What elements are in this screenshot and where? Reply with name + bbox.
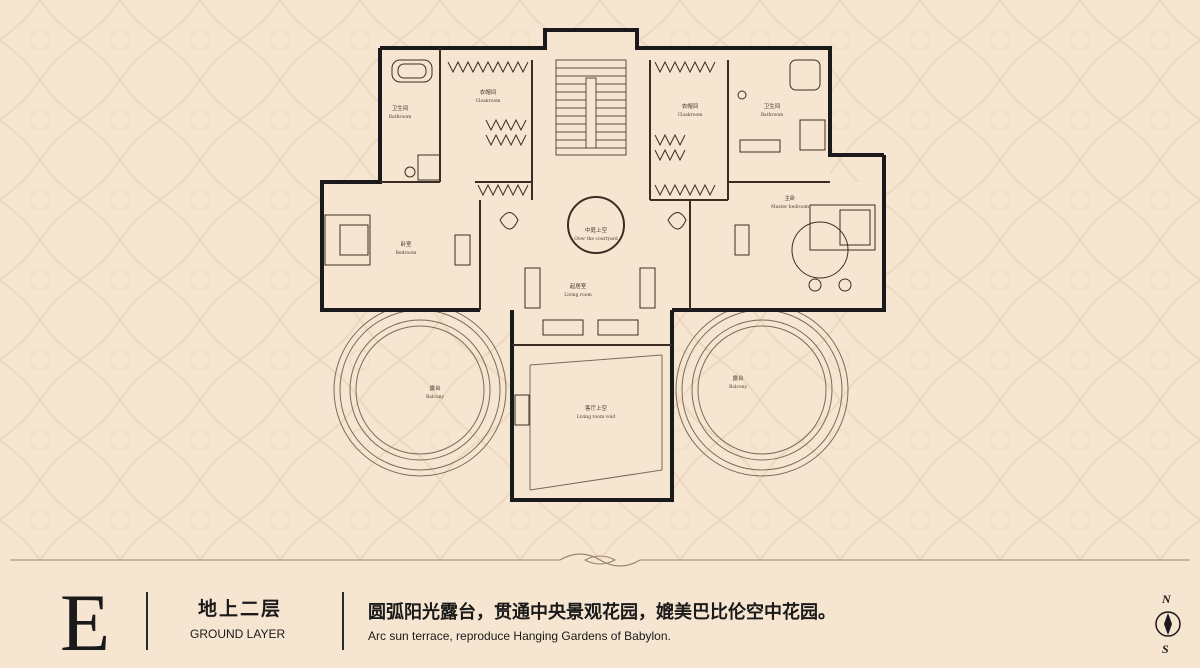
floor-title-en: GROUND LAYER bbox=[190, 627, 286, 641]
compass-rose-icon bbox=[1155, 611, 1181, 637]
balcony-left-arc bbox=[333, 303, 507, 477]
room-sublabel-bath-right: Bathroom bbox=[761, 112, 784, 118]
room-sublabel-living-room: Living room bbox=[564, 292, 592, 298]
compass-south-label: S bbox=[1162, 642, 1169, 656]
floor-title-cn: 地上二层 bbox=[198, 598, 283, 620]
room-sublabel-closet-left: Cloakroom bbox=[476, 98, 502, 104]
footer-divider-right bbox=[342, 592, 344, 650]
room-sublabel-atrium: Over the courtyard bbox=[574, 236, 618, 242]
room-label-living-room: 起居室 bbox=[570, 282, 587, 290]
room-sublabel-garden-void: Living room void bbox=[577, 414, 616, 420]
room-label-closet-right: 衣帽间 bbox=[682, 102, 699, 110]
compass-north-label: N bbox=[1162, 592, 1171, 606]
room-sublabel-balcony-left: Balcony bbox=[426, 394, 445, 400]
exterior-walls bbox=[320, 28, 886, 502]
floor-plan: 卫生间 Bathroom 衣帽间 Cloakroom 衣帽间 Cloakroom… bbox=[320, 28, 886, 502]
balcony-right-arc bbox=[675, 303, 849, 477]
ornamental-divider bbox=[10, 553, 1190, 567]
room-sublabel-bedroom-left: Bedroom bbox=[396, 250, 417, 256]
wardrobe-racks bbox=[447, 60, 716, 197]
furniture bbox=[324, 59, 876, 426]
room-label-balcony-left: 露台 bbox=[429, 384, 441, 392]
stair bbox=[555, 59, 627, 156]
garden-diagonal bbox=[529, 354, 663, 491]
room-label-garden-void: 客厅上空 bbox=[585, 404, 608, 412]
room-sublabel-bath-left: Bathroom bbox=[389, 114, 412, 120]
footer-divider-left bbox=[146, 592, 148, 650]
room-sublabel-balcony-right: Balcony bbox=[729, 384, 748, 390]
floor-description-cn: 圆弧阳光露台，贯通中央景观花园，媲美巴比伦空中花园。 bbox=[368, 602, 836, 623]
section-letter: E bbox=[60, 577, 111, 668]
room-label-closet-left: 衣帽间 bbox=[480, 88, 497, 96]
interior-walls bbox=[380, 48, 830, 346]
room-sublabel-closet-right: Cloakroom bbox=[678, 112, 704, 118]
room-labels: 卫生间 Bathroom 衣帽间 Cloakroom 衣帽间 Cloakroom… bbox=[389, 88, 810, 420]
room-label-bedroom-left: 卧室 bbox=[400, 240, 412, 248]
room-label-balcony-right: 露台 bbox=[732, 374, 744, 382]
room-label-bath-right: 卫生间 bbox=[764, 102, 781, 110]
room-label-atrium: 中庭上空 bbox=[585, 226, 608, 234]
floor-description-en: Arc sun terrace, reproduce Hanging Garde… bbox=[368, 629, 671, 643]
room-label-master-bedroom: 主卧 bbox=[784, 194, 796, 202]
room-sublabel-master-bedroom: Master bedroom bbox=[771, 204, 810, 210]
room-label-bath-left: 卫生间 bbox=[392, 104, 409, 112]
compass: N S bbox=[1150, 590, 1186, 660]
